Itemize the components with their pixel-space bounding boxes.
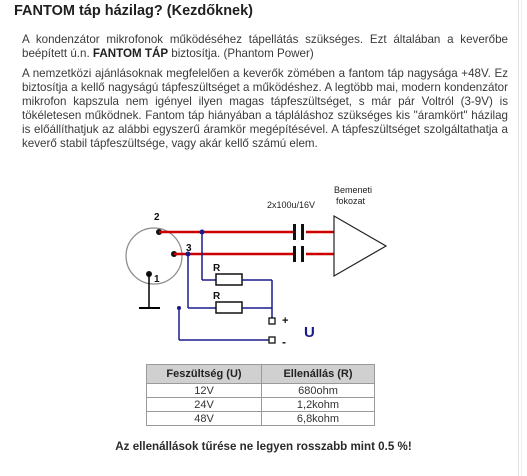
cell-resistance: 680ohm	[261, 383, 375, 398]
resistor-2-label: R	[213, 291, 221, 302]
voltage-resistance-table: Feszültség (U) Ellenállás (R) 12V 680ohm…	[146, 364, 375, 426]
table-row: 12V 680ohm	[146, 383, 375, 398]
capacitor-2-plate-b	[301, 246, 304, 262]
resistor-2	[215, 301, 243, 314]
header-voltage: Feszültség (U)	[146, 364, 262, 384]
circuit-diagram: 2 3 1 2x100u/16V Bemeneti fokozat R R + …	[125, 185, 388, 349]
table-row: 48V 6,8kohm	[146, 411, 375, 426]
input-stage-label-line2: fokozat	[336, 196, 366, 206]
pin-2-label: 2	[154, 212, 160, 223]
junction-ground	[177, 306, 181, 310]
resistor-1	[215, 273, 243, 286]
capacitor-1-plate-b	[301, 224, 304, 240]
voltage-label: U	[304, 324, 315, 341]
input-stage-label-line1: Bemeneti	[334, 185, 372, 195]
positive-sign: +	[282, 315, 288, 327]
negative-terminal	[268, 336, 276, 344]
intro-text-end: biztosítja. (Phantom Power)	[168, 47, 314, 60]
table-row: 24V 1,2kohm	[146, 397, 375, 412]
cell-resistance: 1,2kohm	[261, 397, 375, 412]
capacitor-label: 2x100u/16V	[267, 200, 315, 210]
frame-border-outer	[521, 0, 522, 476]
page-title: FANTOM táp házilag? (Kezdőknek)	[14, 3, 254, 19]
intro-text-start: A kondenzátor mikrofonok működéséhez táp…	[22, 33, 508, 60]
cell-voltage: 12V	[146, 383, 262, 398]
input-stage-triangle	[333, 214, 388, 278]
table-header-row: Feszültség (U) Ellenállás (R)	[146, 364, 375, 384]
frame-border	[518, 0, 519, 476]
cell-voltage: 48V	[146, 411, 262, 426]
negative-sign: -	[282, 335, 286, 349]
header-resistance: Ellenállás (R)	[261, 364, 375, 384]
capacitor-1-plate-a	[293, 224, 296, 240]
pin-1-label: 1	[154, 274, 160, 285]
resistor-1-label: R	[213, 263, 221, 274]
xlr-connector	[125, 227, 183, 285]
positive-terminal	[268, 317, 276, 325]
pin-3-label: 3	[186, 243, 192, 254]
cell-voltage: 24V	[146, 397, 262, 412]
intro-paragraph: A kondenzátor mikrofonok működéséhez táp…	[22, 33, 508, 61]
explanation-paragraph: A nemzetközi ajánlásoknak megfelelően a …	[22, 67, 508, 150]
tolerance-note: Az ellenállások tűrése ne legyen rosszab…	[115, 440, 412, 453]
intro-text-bold: FANTOM TÁP	[92, 47, 169, 60]
cell-resistance: 6,8kohm	[261, 411, 375, 426]
capacitor-2-plate-a	[293, 246, 296, 262]
